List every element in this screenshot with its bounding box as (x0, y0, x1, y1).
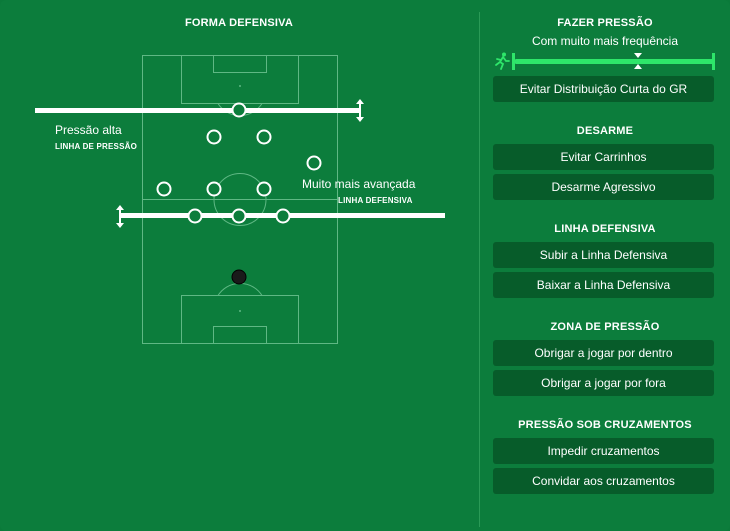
player-marker (206, 129, 222, 145)
player-marker (187, 208, 203, 224)
double-arrow-icon (356, 99, 364, 122)
pressure-slider[interactable] (515, 59, 713, 64)
player-marker (156, 181, 172, 197)
bottom-penalty-arc (217, 282, 263, 296)
raise-defensive-line-button[interactable]: Subir a Linha Defensiva (493, 242, 714, 268)
top-penalty-box (181, 55, 299, 104)
pressing-line-label: LINHA DE PRESSÃO (55, 142, 138, 151)
defensive-line-title: LINHA DEFENSIVA (554, 223, 656, 235)
player-marker (256, 181, 272, 197)
player-marker (231, 208, 247, 224)
stop-crosses-button[interactable]: Impedir cruzamentos (493, 438, 714, 464)
slider-min-cap (512, 53, 515, 70)
tackling-title: DESARME (576, 125, 634, 137)
runner-icon (495, 52, 510, 70)
player-marker (275, 208, 291, 224)
cross-pressure-title: PRESSÃO SOB CRUZAMENTOS (518, 419, 692, 431)
player-marker (306, 155, 322, 171)
defensive-line-value: Muito mais avançada (302, 177, 416, 191)
player-marker (231, 102, 247, 118)
instructions-panel: FAZER PRESSÃO Com muito mais frequência … (480, 0, 730, 531)
defensive-line-label: LINHA DEFENSIVA (338, 196, 413, 205)
pitch-area: Pressão alta LINHA DE PRESSÃO Muito mais… (35, 55, 445, 344)
player-marker (206, 181, 222, 197)
slider-max-cap (712, 53, 715, 70)
pressure-title: FAZER PRESSÃO (557, 17, 653, 29)
aggressive-tackling-button[interactable]: Desarme Agressivo (493, 174, 714, 200)
bottom-penalty-box (181, 295, 299, 344)
avoid-short-gk-distribution-button[interactable]: Evitar Distribuição Curta do GR (493, 76, 714, 102)
double-arrow-icon (116, 205, 124, 228)
force-inside-button[interactable]: Obrigar a jogar por dentro (493, 340, 714, 366)
pressing-line-value: Pressão alta (55, 123, 122, 137)
pressing-line[interactable] (35, 99, 364, 122)
force-outside-button[interactable]: Obrigar a jogar por fora (493, 370, 714, 396)
player-marker (256, 129, 272, 145)
pressure-value: Com muito mais frequência (531, 34, 679, 48)
centre-circle (213, 173, 267, 226)
defensive-shape-title: FORMA DEFENSIVA (184, 17, 294, 29)
slider-thumb-icon[interactable] (633, 52, 643, 70)
avoid-tackles-button[interactable]: Evitar Carrinhos (493, 144, 714, 170)
pressing-zone-title: ZONA DE PRESSÃO (550, 321, 660, 333)
top-six-yard-box (213, 55, 267, 73)
invite-crosses-button[interactable]: Convidar aos cruzamentos (493, 468, 714, 494)
goalkeeper-marker (231, 269, 247, 285)
panel-divider (479, 12, 480, 527)
pitch-diagram (35, 55, 445, 344)
lower-defensive-line-button[interactable]: Baixar a Linha Defensiva (493, 272, 714, 298)
bottom-six-yard-box (213, 326, 267, 344)
